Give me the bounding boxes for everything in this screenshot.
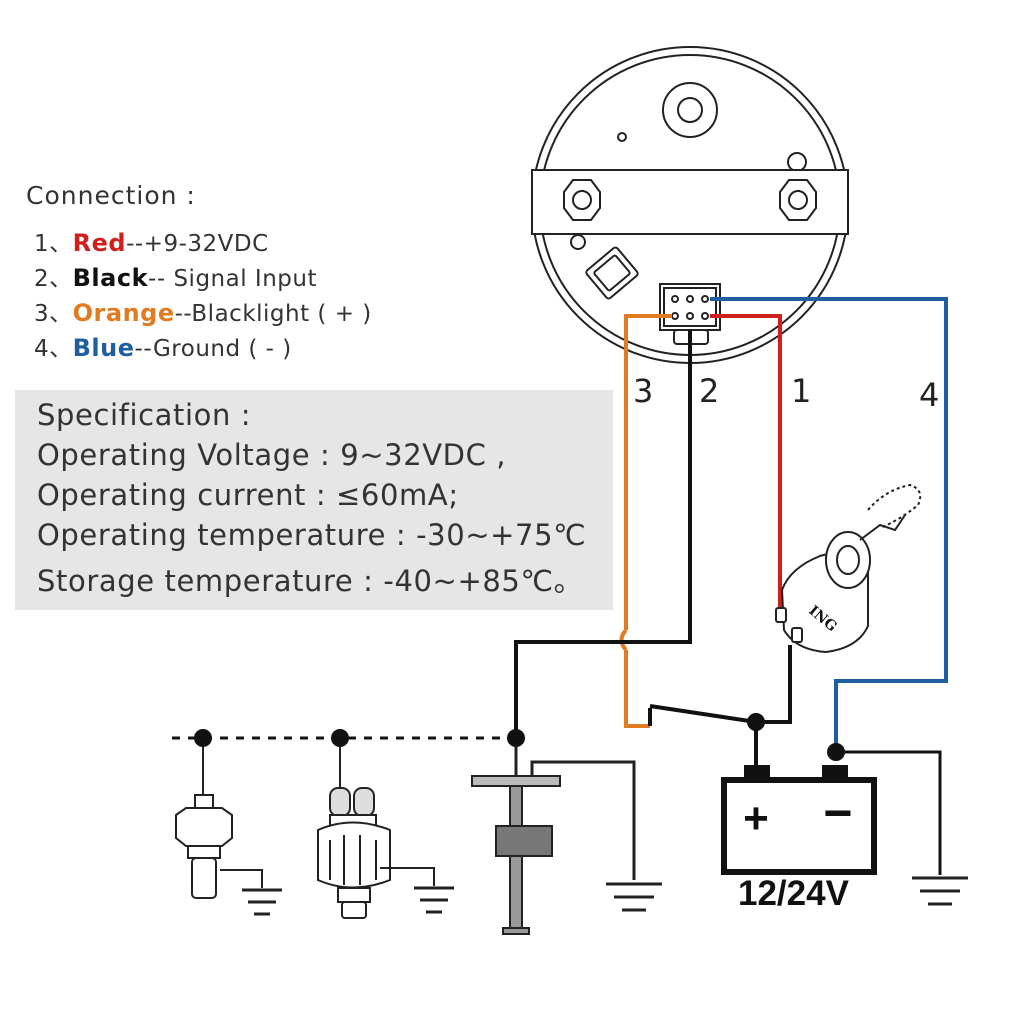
- ground-4: [912, 876, 968, 906]
- color-name: Orange: [72, 299, 175, 327]
- item-number: 3、: [34, 301, 73, 327]
- spec-line: Operating Voltage : 9~32VDC ,: [37, 438, 507, 472]
- signal-bus: [172, 729, 525, 747]
- temperature-sender: [175, 737, 263, 899]
- wire-label-2: 2: [699, 372, 720, 410]
- spec-line: Operating current : ≤60mA;: [37, 478, 459, 512]
- level-sender: [471, 740, 636, 935]
- color-name: Black: [72, 264, 149, 292]
- spec-line: Storage temperature : -40~+85℃。: [37, 564, 584, 598]
- wire-blue: [710, 297, 948, 752]
- item-desc: --+9-32VDC: [126, 231, 269, 257]
- battery-plus-sign: +: [743, 794, 769, 843]
- battery-minus-sign: −: [823, 785, 852, 841]
- item-desc: --Ground ( - ): [134, 336, 292, 362]
- connection-item-black: 2、Black-- Signal Input: [34, 261, 372, 296]
- connection-item-blue: 4、Blue--Ground ( - ): [34, 331, 372, 366]
- ground-3: [606, 882, 662, 912]
- item-desc: -- Signal Input: [148, 266, 317, 292]
- battery: [721, 713, 942, 875]
- ground-2: [414, 886, 454, 914]
- connection-title: Connection :: [26, 181, 196, 210]
- item-number: 1、: [34, 231, 73, 257]
- ignition-switch: [775, 483, 922, 654]
- item-desc: --Blacklight ( + ): [174, 301, 372, 327]
- gauge-back: [531, 46, 849, 364]
- connection-item-red: 1、Red--+9-32VDC: [34, 226, 372, 261]
- wire-red: [710, 314, 782, 612]
- wire-label-1: 1: [791, 372, 812, 410]
- color-name: Red: [72, 229, 127, 257]
- battery-voltage-label: 12/24V: [738, 874, 849, 913]
- connection-list: 1、Red--+9-32VDC 2、Black-- Signal Input 3…: [34, 226, 372, 366]
- ground-1: [242, 888, 282, 916]
- connection-item-orange: 3、Orange--Blacklight ( + ): [34, 296, 372, 331]
- spec-title: Specification :: [37, 398, 252, 432]
- item-number: 4、: [34, 336, 73, 362]
- item-number: 2、: [34, 266, 73, 292]
- spec-line: Operating temperature : -30~+75℃: [37, 518, 587, 552]
- wire-label-4: 4: [919, 376, 940, 414]
- color-name: Blue: [72, 334, 135, 362]
- specification-panel: Specification : Operating Voltage : 9~32…: [15, 390, 613, 610]
- pressure-sender: [317, 737, 435, 919]
- wire-label-3: 3: [633, 372, 654, 410]
